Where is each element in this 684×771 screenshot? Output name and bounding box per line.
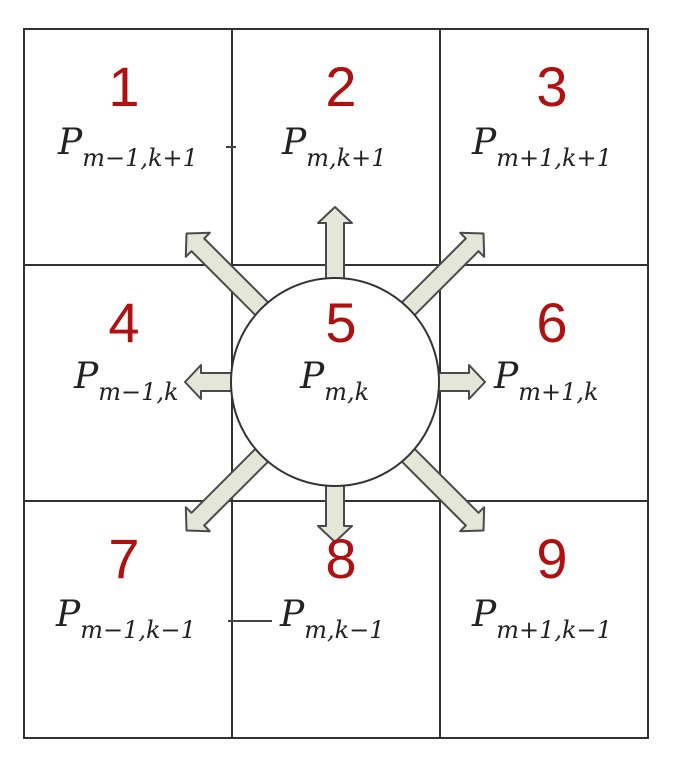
cell-number-2: 2 — [325, 55, 356, 118]
cell-label-7: Pm−1,k−1 — [55, 594, 196, 644]
center-circle — [230, 277, 440, 487]
cell-number-7: 7 — [108, 527, 139, 590]
cell-label-1: Pm−1,k+1 — [57, 122, 198, 172]
cell-label-5: Pm,k — [299, 356, 369, 406]
cell-label-8: Pm,k−1 — [279, 594, 385, 644]
cell-label-3: Pm+1,k+1 — [471, 122, 612, 172]
cell-number-4: 4 — [108, 291, 139, 354]
cell-number-5: 5 — [325, 291, 356, 354]
cell-number-1: 1 — [108, 55, 139, 118]
cell-label-2: Pm,k+1 — [281, 122, 387, 172]
cell-number-9: 9 — [536, 527, 567, 590]
cell-label-6: Pm+1,k — [493, 356, 599, 406]
cell-number-8: 8 — [325, 527, 356, 590]
cell-label-9: Pm+1,k−1 — [471, 594, 612, 644]
cell-number-3: 3 — [536, 55, 567, 118]
cell-label-4: Pm−1,k — [73, 356, 179, 406]
cell-number-6: 6 — [536, 291, 567, 354]
grid-frame — [23, 28, 649, 739]
